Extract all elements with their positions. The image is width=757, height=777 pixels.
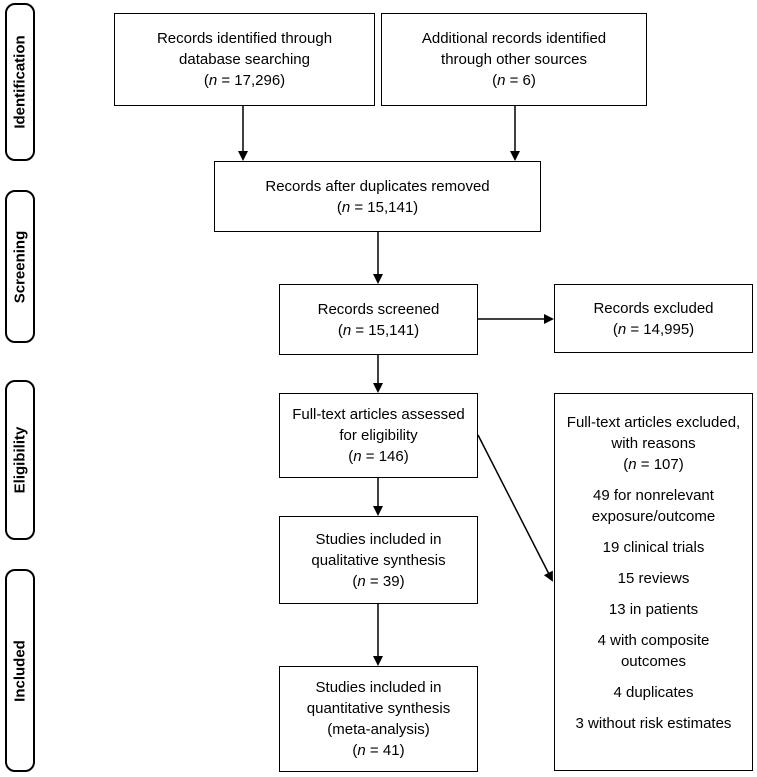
box-fulltext-excluded: Full-text articles excluded, with reason… — [554, 393, 753, 771]
box-other-sources-line1: Additional records identified — [421, 30, 607, 47]
phase-screening: Screening — [5, 190, 35, 343]
exclusion-reason: 15 reviews — [617, 570, 690, 587]
box-records-excluded-line1: Records excluded — [593, 299, 714, 317]
box-records-screened-n: (n = 15,141) — [337, 321, 420, 339]
box-fulltext-assessed-line2: for eligibility — [339, 427, 418, 444]
box-quantitative-synthesis-line1: Studies included in — [315, 679, 442, 696]
exclusion-reason: 49 for nonrelevant exposure/outcome — [591, 487, 716, 525]
box-database-search: Records identified through database sear… — [114, 13, 375, 106]
box-other-sources: Additional records identified through ot… — [381, 13, 647, 106]
arrow-fulltext-to-excluded — [477, 434, 553, 582]
box-database-search-n: (n = 17,296) — [203, 72, 286, 89]
box-fulltext-assessed-line1: Full-text articles assessed — [292, 406, 465, 423]
box-records-excluded-n: (n = 14,995) — [612, 320, 695, 338]
box-fulltext-excluded-line1: Full-text articles excluded, — [566, 414, 741, 431]
phase-identification: Identification — [5, 3, 35, 161]
exclusion-reason: 4 with composite outcomes — [597, 632, 710, 670]
exclusion-reason: 13 in patients — [608, 601, 699, 618]
box-qualitative-synthesis-line1: Studies included in — [315, 530, 442, 548]
box-quantitative-synthesis-n: (n = 41) — [352, 742, 405, 759]
box-fulltext-assessed-n: (n = 146) — [348, 448, 409, 465]
box-fulltext-assessed: Full-text articles assessed for eligibil… — [279, 393, 478, 478]
box-quantitative-synthesis-line2: quantitative synthesis — [306, 700, 451, 717]
box-qualitative-synthesis-line2: qualitative synthesis — [311, 551, 446, 569]
box-records-excluded: Records excluded (n = 14,995) — [554, 284, 753, 353]
exclusion-reason: 3 without risk estimates — [575, 715, 732, 732]
box-quantitative-synthesis: Studies included in quantitative synthes… — [279, 666, 478, 772]
box-qualitative-synthesis-n: (n = 39) — [352, 572, 405, 590]
box-records-screened-line1: Records screened — [317, 300, 440, 318]
box-other-sources-n: (n = 6) — [492, 72, 536, 89]
box-duplicates-removed-line1: Records after duplicates removed — [265, 177, 490, 195]
box-fulltext-excluded-n: (n = 107) — [623, 456, 684, 473]
box-database-search-line2: database searching — [179, 51, 310, 68]
box-qualitative-synthesis: Studies included in qualitative synthesi… — [279, 516, 478, 604]
box-database-search-line1: Records identified through — [156, 30, 333, 47]
exclusion-reason: 4 duplicates — [613, 684, 694, 701]
phase-eligibility: Eligibility — [5, 380, 35, 540]
box-fulltext-excluded-line2: with reasons — [611, 435, 696, 452]
phase-included: Included — [5, 569, 35, 772]
box-duplicates-removed: Records after duplicates removed (n = 15… — [214, 161, 541, 232]
box-quantitative-synthesis-line3: (meta-analysis) — [327, 721, 430, 738]
box-other-sources-line2: through other sources — [441, 51, 587, 68]
box-records-screened: Records screened (n = 15,141) — [279, 284, 478, 355]
exclusion-reason: 19 clinical trials — [602, 539, 705, 556]
box-duplicates-removed-n: (n = 15,141) — [336, 198, 419, 216]
